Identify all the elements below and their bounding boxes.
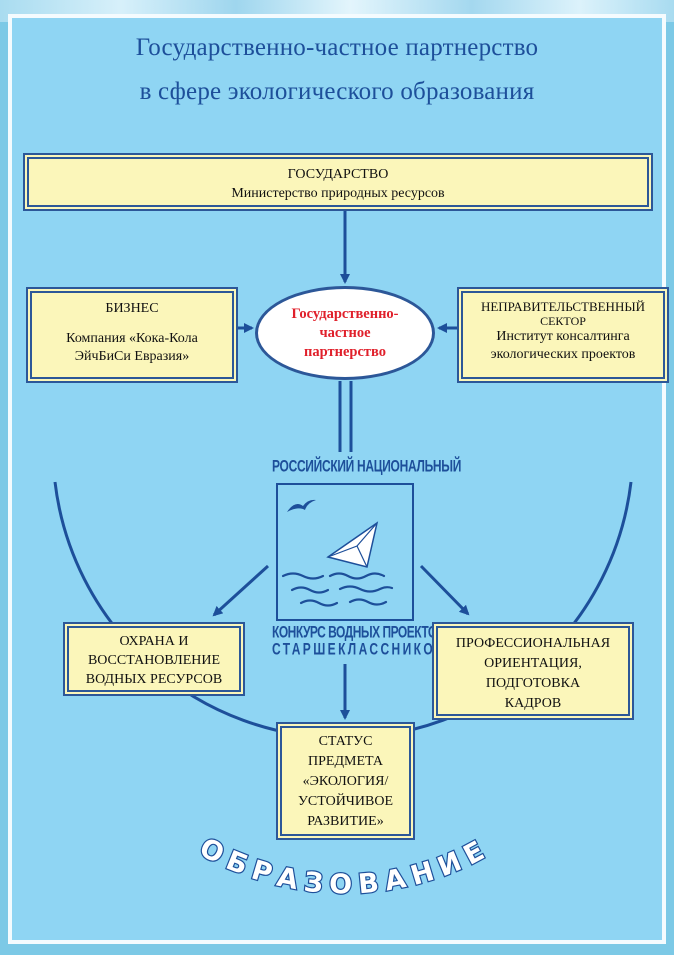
contest-logo-frame [276,483,414,621]
partnership-ellipse: Государственно- частное партнерство [255,286,435,380]
career-line2: ОРИЕНТАЦИЯ, [484,656,582,671]
status-line2: ПРЕДМЕТА [308,754,383,769]
partnership-line1: Государственно- [291,305,399,322]
ngo-line2: экологических проектов [490,347,636,362]
status-line5: РАЗВИТИЕ» [307,814,384,829]
career-box: ПРОФЕССИОНАЛЬНАЯ ОРИЕНТАЦИЯ, ПОДГОТОВКА … [434,624,632,718]
ngo-heading2: СЕКТОР [540,314,586,328]
business-box: БИЗНЕС Компания «Кока-Кола ЭйчБиСи Евраз… [28,289,236,381]
diagram-title-line2: в сфере экологического образования [139,78,535,105]
water-resources-box: ОХРАНА И ВОССТАНОВЛЕНИЕ ВОДНЫХ РЕСУРСОВ [65,624,243,694]
partnership-line3: партнерство [304,343,386,360]
status-line1: СТАТУС [318,734,373,749]
logo-bottom-line2: СТАРШЕКЛАССНИКОВ [272,639,447,659]
arrow-to-water-box [212,564,270,617]
business-company-line1: Компания «Кока-Кола [66,331,198,346]
career-line3: ПОДГОТОВКА [485,676,581,691]
status-line3: «ЭКОЛОГИЯ/ [302,774,389,789]
logo-bottom-line1: КОНКУРС ВОДНЫХ ПРОЕКТОВ [272,622,445,642]
career-line4: КАДРОВ [504,696,562,711]
state-heading: ГОСУДАРСТВО [287,167,389,182]
water-line1: ОХРАНА И [119,634,189,649]
business-heading: БИЗНЕС [105,301,159,316]
logo-top-text: РОССИЙСКИЙ НАЦИОНАЛЬНЫЙ [272,456,462,476]
partnership-line2: частное [319,324,371,341]
ngo-heading1: НЕПРАВИТЕЛЬСТВЕННЫЙ [480,299,646,314]
ngo-box: НЕПРАВИТЕЛЬСТВЕННЫЙ СЕКТОР Институт конс… [459,289,667,381]
subject-status-box: СТАТУС ПРЕДМЕТА «ЭКОЛОГИЯ/ УСТОЙЧИВОЕ РА… [278,724,413,838]
water-line2: ВОССТАНОВЛЕНИЕ [87,653,221,668]
water-line3: ВОДНЫХ РЕСУРСОВ [85,672,223,687]
waves-icon [281,572,394,607]
seagull-icon [287,499,316,512]
career-line1: ПРОФЕССИОНАЛЬНАЯ [455,636,611,651]
business-company-line2: ЭйчБиСи Евразия» [74,349,190,364]
status-line4: УСТОЙЧИВОЕ [297,794,394,809]
state-subtitle: Министерство природных ресурсов [231,186,445,201]
ngo-line1: Институт консалтинга [496,329,630,344]
arrow-to-career-box [419,564,470,616]
education-arc-label: ОБРАЗОВАНИЕ [194,832,495,900]
paper-plane-icon [326,521,379,568]
diagram-title-line1: Государственно-частное партнерство [135,34,539,61]
state-box: ГОСУДАРСТВО Министерство природных ресур… [25,155,651,209]
